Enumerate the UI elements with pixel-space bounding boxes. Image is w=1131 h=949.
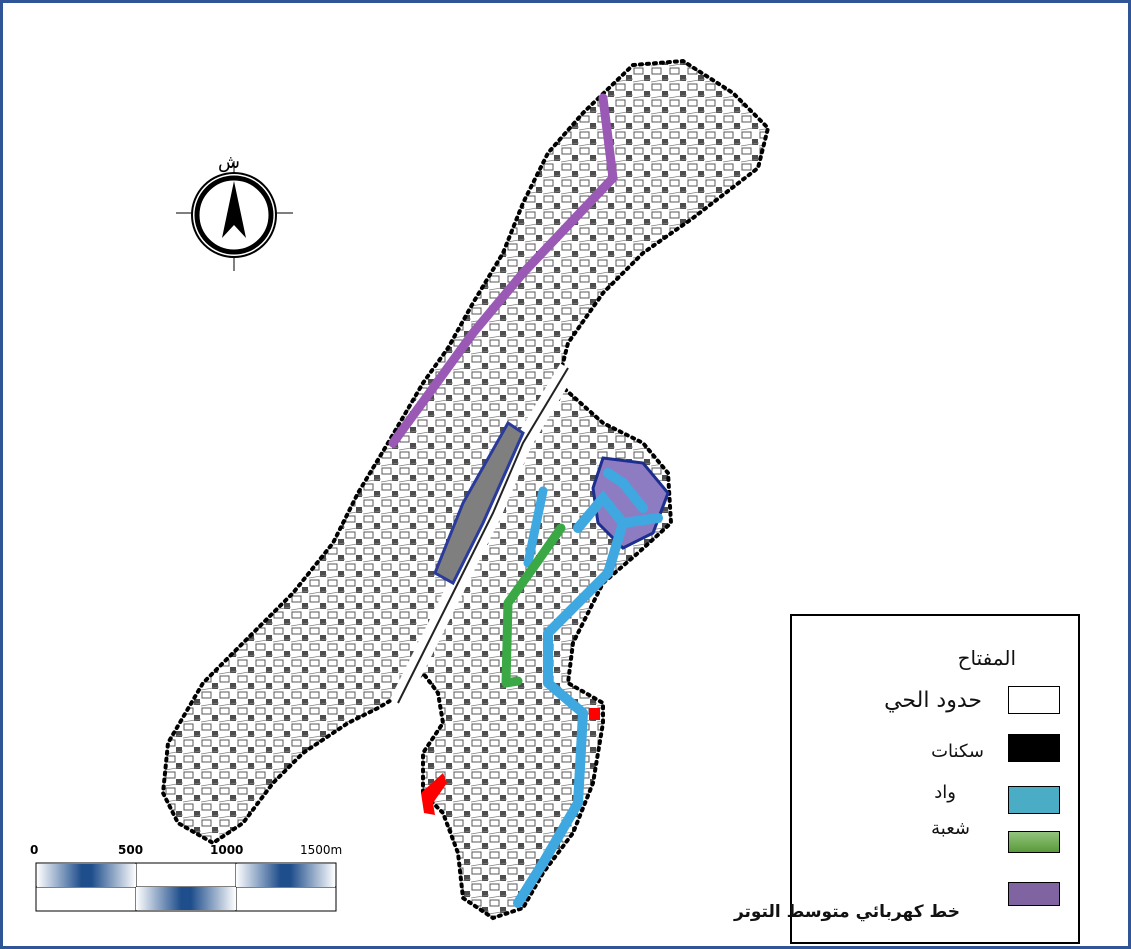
red-feature-east — [589, 708, 600, 720]
wadi-branch-b — [603, 468, 648, 513]
legend-swatch-power-line — [1008, 882, 1060, 906]
channel — [501, 523, 566, 688]
map-canvas: ش — [35, 58, 771, 921]
legend-swatch-housing — [1008, 734, 1060, 762]
legend-title: المفتاح — [957, 646, 1016, 670]
legend-label-channel: شعبة — [931, 817, 970, 839]
legend-item-housing: سكنات — [931, 734, 1060, 762]
red-feature-west — [421, 773, 447, 815]
wadi-upper — [523, 486, 548, 568]
legend-item-power-line: خط كهربائي متوسط التوتر — [734, 866, 1060, 922]
legend-item-channel: شعبة — [931, 818, 1060, 853]
scale-label-1500: 1500m — [300, 843, 343, 857]
legend-label-boundary: حدود الحي — [884, 687, 982, 713]
main-road-edge — [397, 367, 569, 704]
north-label: ش — [218, 152, 240, 173]
map-legend: المفتاح حدود الحي سكنات واد شعبة خط كهرب… — [734, 614, 1080, 944]
scale-label-0: 0 — [30, 843, 39, 857]
central-block — [433, 420, 525, 586]
scale-labels: 0 500 1000 1500m — [30, 843, 370, 861]
legend-label-housing: سكنات — [931, 740, 984, 762]
scale-bar — [35, 862, 337, 912]
scale-label-1000: 1000 — [210, 843, 244, 857]
legend-swatch-boundary — [1008, 686, 1060, 714]
legend-swatch-channel — [1008, 831, 1060, 853]
north-arrow — [176, 161, 293, 271]
legend-swatch-wadi — [1008, 786, 1060, 814]
scale-label-500: 500 — [118, 843, 144, 857]
legend-item-boundary: حدود الحي — [884, 686, 1060, 714]
wadi-branch-a — [573, 490, 628, 533]
legend-item-wadi: واد — [934, 782, 1060, 814]
power-line — [388, 93, 618, 448]
wadi-main — [513, 513, 663, 908]
legend-label-power-line: خط كهربائي متوسط التوتر — [733, 902, 960, 922]
legend-label-wadi: واد — [934, 781, 956, 803]
